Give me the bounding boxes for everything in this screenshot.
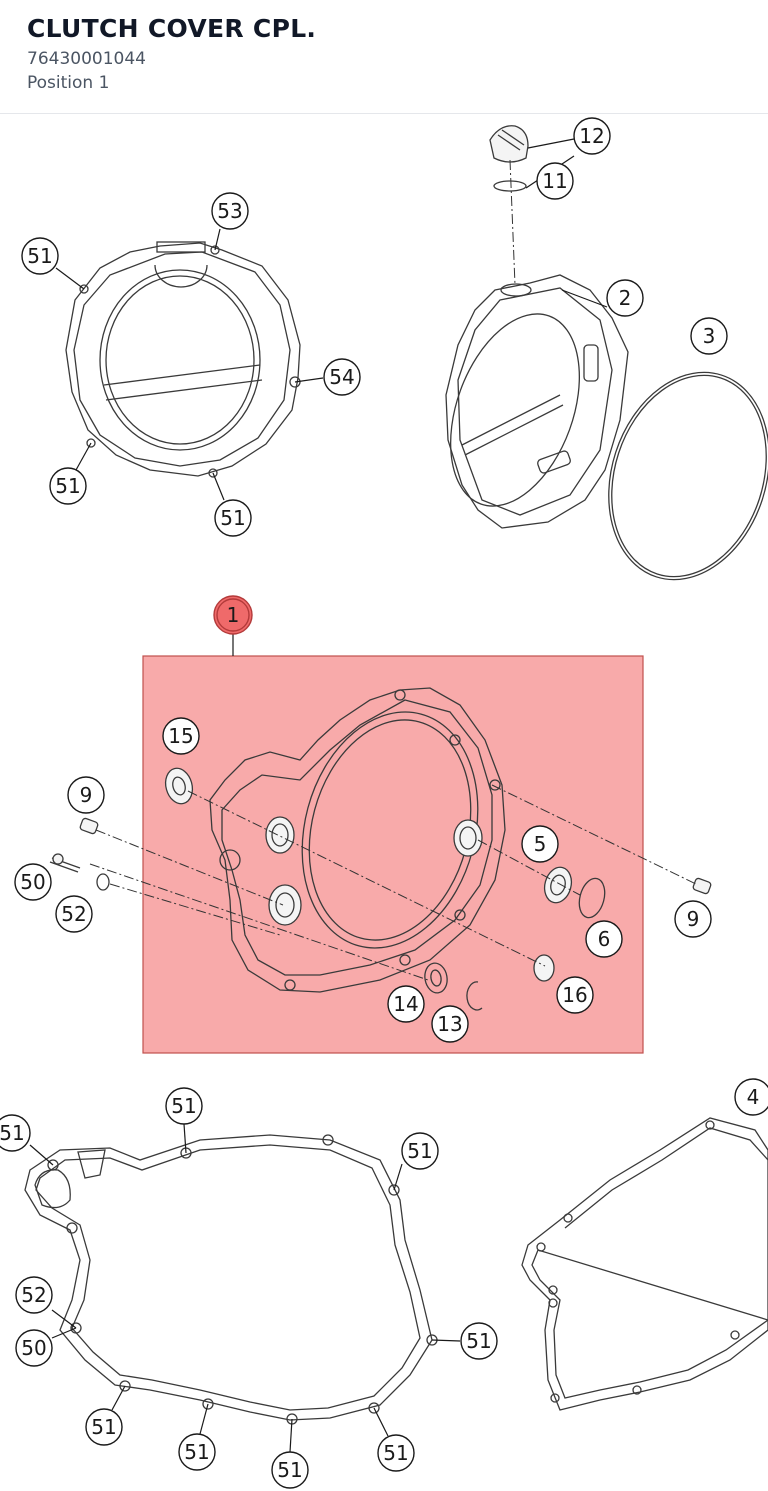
clutch-cover-assembly (209, 687, 506, 993)
svg-text:1: 1 (227, 603, 240, 627)
svg-text:4: 4 (747, 1085, 760, 1109)
svg-text:54: 54 (329, 365, 354, 389)
svg-text:11: 11 (542, 169, 567, 193)
svg-text:52: 52 (61, 902, 86, 926)
callout-9-left[interactable]: 9 (67, 776, 105, 814)
callout-53[interactable]: 53 (211, 192, 249, 230)
callout-5[interactable]: 5 (521, 825, 559, 863)
callout-52-upper[interactable]: 52 (55, 895, 93, 933)
part-title: CLUTCH COVER CPL. (27, 14, 317, 43)
svg-text:51: 51 (220, 506, 245, 530)
callout-51-d[interactable]: 51 (165, 1087, 203, 1125)
callout-15[interactable]: 15 (162, 717, 200, 755)
svg-text:50: 50 (20, 870, 45, 894)
callout-14[interactable]: 14 (387, 985, 425, 1023)
svg-text:51: 51 (383, 1441, 408, 1465)
callout-51-j[interactable]: 51 (271, 1451, 309, 1489)
callout-3[interactable]: 3 (690, 317, 728, 355)
svg-text:51: 51 (91, 1415, 116, 1439)
callout-51-a[interactable]: 51 (21, 237, 59, 275)
inner-clutch-cover (445, 274, 629, 529)
svg-text:51: 51 (277, 1458, 302, 1482)
callout-13[interactable]: 13 (431, 1005, 469, 1043)
callout-50-upper[interactable]: 50 (14, 863, 52, 901)
svg-text:9: 9 (80, 783, 93, 807)
callout-51-e[interactable]: 51 (401, 1132, 439, 1170)
svg-text:6: 6 (598, 927, 611, 951)
part-number: 76430001044 (27, 49, 146, 69)
small-parts (49, 767, 712, 1011)
callout-51-h[interactable]: 51 (85, 1408, 123, 1446)
svg-text:9: 9 (687, 907, 700, 931)
svg-text:51: 51 (0, 1121, 25, 1145)
gasket-right (521, 1117, 768, 1411)
svg-text:2: 2 (619, 286, 632, 310)
callout-9-right[interactable]: 9 (674, 900, 712, 938)
svg-text:51: 51 (466, 1329, 491, 1353)
callout-51-k[interactable]: 51 (377, 1434, 415, 1472)
svg-text:5: 5 (534, 832, 547, 856)
callout-2[interactable]: 2 (606, 279, 644, 317)
oil-plug (489, 125, 529, 286)
header: CLUTCH COVER CPL. 76430001044 Position 1 (0, 0, 768, 114)
callout-51-c[interactable]: 51 (214, 499, 252, 537)
callout-51-f[interactable]: 51 (0, 1114, 31, 1152)
callout-52-lower[interactable]: 52 (15, 1276, 53, 1314)
outer-clutch-cover (65, 241, 301, 478)
svg-text:16: 16 (562, 983, 587, 1007)
svg-text:3: 3 (703, 324, 716, 348)
svg-text:52: 52 (21, 1283, 46, 1307)
svg-text:12: 12 (579, 124, 604, 148)
svg-text:51: 51 (407, 1139, 432, 1163)
svg-text:51: 51 (55, 474, 80, 498)
callout-51-i[interactable]: 51 (178, 1433, 216, 1471)
svg-text:51: 51 (171, 1094, 196, 1118)
svg-text:14: 14 (393, 992, 418, 1016)
callout-51-b[interactable]: 51 (49, 467, 87, 505)
position-label: Position 1 (27, 73, 110, 93)
svg-text:13: 13 (437, 1012, 462, 1036)
callout-12[interactable]: 12 (573, 117, 611, 155)
callout-11[interactable]: 11 (536, 162, 574, 200)
callout-6[interactable]: 6 (585, 920, 623, 958)
callout-51-g[interactable]: 51 (460, 1322, 498, 1360)
callout-54[interactable]: 54 (323, 358, 361, 396)
callout-4[interactable]: 4 (734, 1078, 768, 1116)
callout-16[interactable]: 16 (556, 976, 594, 1014)
o-ring (608, 371, 768, 581)
callout-1[interactable]: 1 (213, 595, 253, 635)
svg-text:50: 50 (21, 1336, 46, 1360)
svg-text:15: 15 (168, 724, 193, 748)
callout-50-lower[interactable]: 50 (15, 1329, 53, 1367)
svg-text:51: 51 (27, 244, 52, 268)
svg-text:53: 53 (217, 199, 242, 223)
svg-text:51: 51 (184, 1440, 209, 1464)
gasket-left (24, 1134, 438, 1425)
